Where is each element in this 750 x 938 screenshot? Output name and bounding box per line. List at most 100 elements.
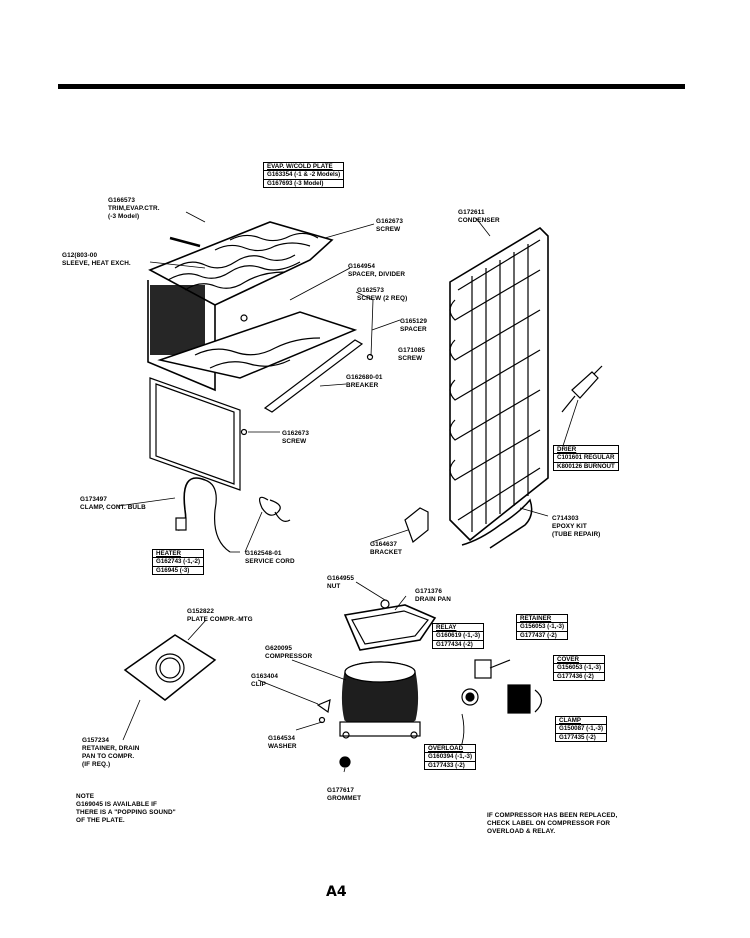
- evap-box-title: EVAP. W/COLD PLATE: [267, 163, 333, 170]
- label-line: BRACKET: [370, 549, 402, 556]
- label-line: SERVICE CORD: [245, 558, 295, 565]
- label-line: C714303: [552, 515, 579, 522]
- relay-box-title: RELAY: [436, 624, 457, 631]
- relay-box-line: G177434 (-2): [433, 639, 484, 648]
- label-line: G173497: [80, 496, 107, 503]
- label-line: PAN TO COMPR.: [82, 753, 135, 760]
- label-line: G620095: [265, 645, 292, 652]
- cover-box-line: G177436 (-2): [554, 671, 605, 680]
- label-line: EPOXY KIT: [552, 523, 587, 530]
- label-line: SPACER: [400, 326, 427, 333]
- label-line: GROMMET: [327, 795, 362, 802]
- note-compressor-replaced: IF COMPRESSOR HAS BEEN REPLACED,CHECK LA…: [487, 812, 617, 836]
- label-line: G162680-01: [346, 374, 383, 381]
- heater-box-line: G162743 (-1,-2): [153, 557, 204, 565]
- label-line: G162673: [376, 218, 403, 225]
- label-line: CHECK LABEL ON COMPRESSOR FOR: [487, 820, 611, 827]
- drier-box-line: K800126 BURNOUT: [554, 461, 618, 470]
- overload-box-title: OVERLOAD: [428, 745, 464, 752]
- overload-box: OVERLOAD G160394 (-1,-3) G177433 (-2): [424, 744, 477, 771]
- heater-box-title: HEATER: [156, 550, 181, 557]
- label-line: CLAMP, CONT. BULB: [80, 504, 146, 511]
- label-line: G162573: [357, 287, 384, 294]
- label-line: G164955: [327, 575, 354, 582]
- label-line: NUT: [327, 583, 341, 590]
- label-line: OF THE PLATE.: [76, 817, 125, 824]
- relay-box-line: G160619 (-1,-3): [433, 631, 484, 639]
- label-line: IF COMPRESSOR HAS BEEN REPLACED,: [487, 812, 618, 819]
- label-line: SCREW: [398, 355, 423, 362]
- label-line: SCREW (2 REQ): [357, 295, 408, 302]
- label-line: TRIM,EVAP.CTR.: [108, 205, 160, 212]
- label-line: THERE IS A "POPPING SOUND": [76, 809, 176, 816]
- label-line: DRAIN PAN: [415, 596, 451, 603]
- evaporator-plate-drawing: [147, 221, 374, 553]
- label-line: G169045 IS AVAILABLE IF: [76, 801, 158, 808]
- relay-box: RELAY G160619 (-1,-3) G177434 (-2): [432, 623, 485, 650]
- evap-box-line: G163354 (-1 & -2 Models): [264, 170, 344, 178]
- evap-box-line: G167693 (-3 Model): [264, 178, 344, 187]
- label-line: G172611: [458, 209, 485, 216]
- label-line: (TUBE REPAIR): [552, 531, 601, 538]
- clamp-box-line: G177435 (-2): [556, 732, 607, 741]
- label-line: G171376: [415, 588, 442, 595]
- label-line: (-3 Model): [108, 213, 140, 220]
- retainer-box-title: RETAINER: [520, 615, 552, 622]
- heater-box-line: G16945 (-3): [153, 565, 204, 574]
- label-line: COMPRESSOR: [265, 653, 313, 660]
- heater-box: HEATER G162743 (-1,-2) G16945 (-3): [152, 549, 205, 576]
- label-line: SLEEVE, HEAT EXCH.: [62, 260, 131, 267]
- retainer-box: RETAINER G156053 (-1,-3) G177437 (-2): [516, 614, 569, 641]
- clamp-box: CLAMP G150087 (-1,-3) G177435 (-2): [555, 716, 608, 743]
- overload-box-line: G177433 (-2): [425, 760, 476, 769]
- label-line: SPACER, DIVIDER: [348, 271, 406, 278]
- page-number: A4: [326, 884, 347, 900]
- label-line: RETAINER, DRAIN: [82, 745, 140, 752]
- retainer-box-line: G177437 (-2): [517, 630, 568, 639]
- label-line: WASHER: [268, 743, 297, 750]
- retainer-box-line: G156053 (-1,-3): [517, 622, 568, 630]
- evap-plate-box: EVAP. W/COLD PLATE G163354 (-1 & -2 Mode…: [263, 162, 345, 189]
- drier-box: DRIER C101601 REGULAR K800126 BURNOUT: [553, 445, 619, 472]
- label-line: SCREW: [376, 226, 401, 233]
- compressor-drawing: [123, 599, 543, 768]
- label-line: G12(803-00: [62, 252, 98, 259]
- label-line: G162673: [282, 430, 309, 437]
- label-line: CLIP: [251, 681, 266, 688]
- label-line: G165129: [400, 318, 427, 325]
- label-line: NOTE: [76, 793, 95, 800]
- label-line: G152822: [187, 608, 214, 615]
- clamp-box-title: CLAMP: [559, 717, 581, 724]
- overload-box-line: G160394 (-1,-3): [425, 752, 476, 760]
- drier-box-line: C101601 REGULAR: [554, 453, 618, 461]
- label-line: G164534: [268, 735, 295, 742]
- label-line: SCREW: [282, 438, 307, 445]
- label-line: BREAKER: [346, 382, 379, 389]
- label-line: G164637: [370, 541, 397, 548]
- label-line: G171085: [398, 347, 425, 354]
- label-line: G162548-01: [245, 550, 282, 557]
- label-line: G164954: [348, 263, 375, 270]
- cover-box-title: COVER: [557, 656, 580, 663]
- cover-box: COVER G156053 (-1,-3) G177436 (-2): [553, 655, 606, 682]
